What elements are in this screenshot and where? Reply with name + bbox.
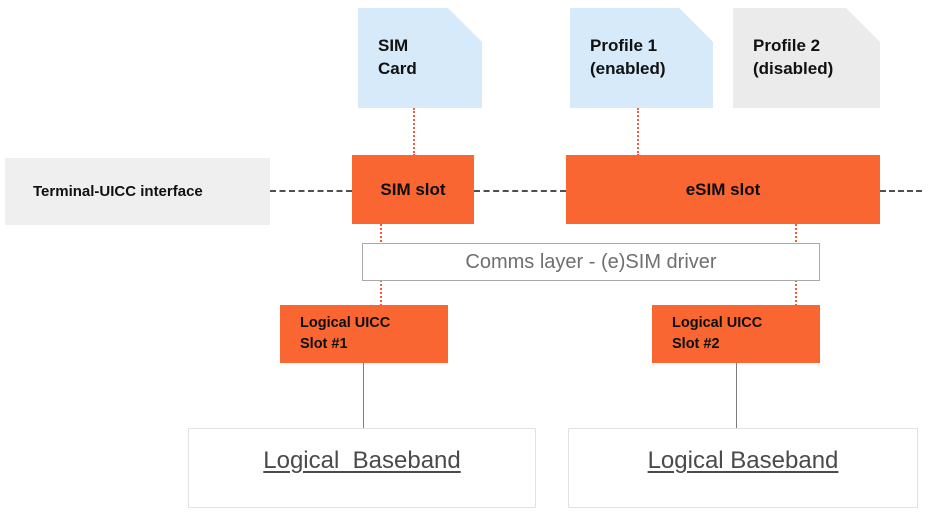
bus-segment-interface-to-sim-slot	[270, 190, 352, 192]
profile-1-label: Profile 1 (enabled)	[590, 36, 666, 78]
logical-baseband-right-node[interactable]: Logical Baseband	[568, 428, 918, 508]
profile-2-node[interactable]: Profile 2 (disabled)	[733, 8, 880, 108]
logical-baseband-right-label: Logical Baseband	[647, 447, 839, 474]
bus-segment-sim-slot-to-esim-slot	[474, 190, 566, 192]
connector-logical-slot-2-to-baseband-right	[736, 363, 737, 428]
comms-layer-label: Comms layer - (e)SIM driver	[465, 250, 717, 273]
esim-slot-node[interactable]: eSIM slot	[566, 155, 880, 224]
logical-uicc-slot-2-label: Logical UICC Slot #2	[672, 314, 763, 352]
logical-uicc-slot-1-node[interactable]: Logical UICC Slot #1	[280, 305, 448, 363]
logical-uicc-slot-1-label: Logical UICC Slot #1	[300, 314, 391, 352]
comms-layer-node: Comms layer - (e)SIM driver	[362, 243, 820, 281]
sim-slot-node[interactable]: SIM slot	[352, 155, 474, 224]
sim-slot-label: SIM slot	[380, 179, 446, 199]
profile-1-node[interactable]: Profile 1 (enabled)	[570, 8, 713, 108]
logical-uicc-slot-2-node[interactable]: Logical UICC Slot #2	[652, 305, 820, 363]
bus-segment-esim-slot-tail	[880, 190, 922, 192]
logical-baseband-left-label: Logical Baseband	[263, 447, 461, 474]
connector-sim-card-to-sim-slot	[413, 108, 415, 156]
esim-slot-label: eSIM slot	[685, 179, 761, 199]
connector-logical-slot-1-to-baseband-left	[363, 363, 364, 428]
logical-baseband-left-node[interactable]: Logical Baseband	[188, 428, 536, 508]
terminal-uicc-interface-panel: Terminal-UICC interface	[5, 158, 270, 225]
connector-profile1-to-esim-slot	[637, 108, 639, 156]
sim-card-label: SIM Card	[378, 36, 417, 78]
profile-2-label: Profile 2 (disabled)	[753, 36, 834, 78]
terminal-uicc-interface-label: Terminal-UICC interface	[33, 183, 203, 200]
sim-card-node[interactable]: SIM Card	[358, 8, 482, 108]
